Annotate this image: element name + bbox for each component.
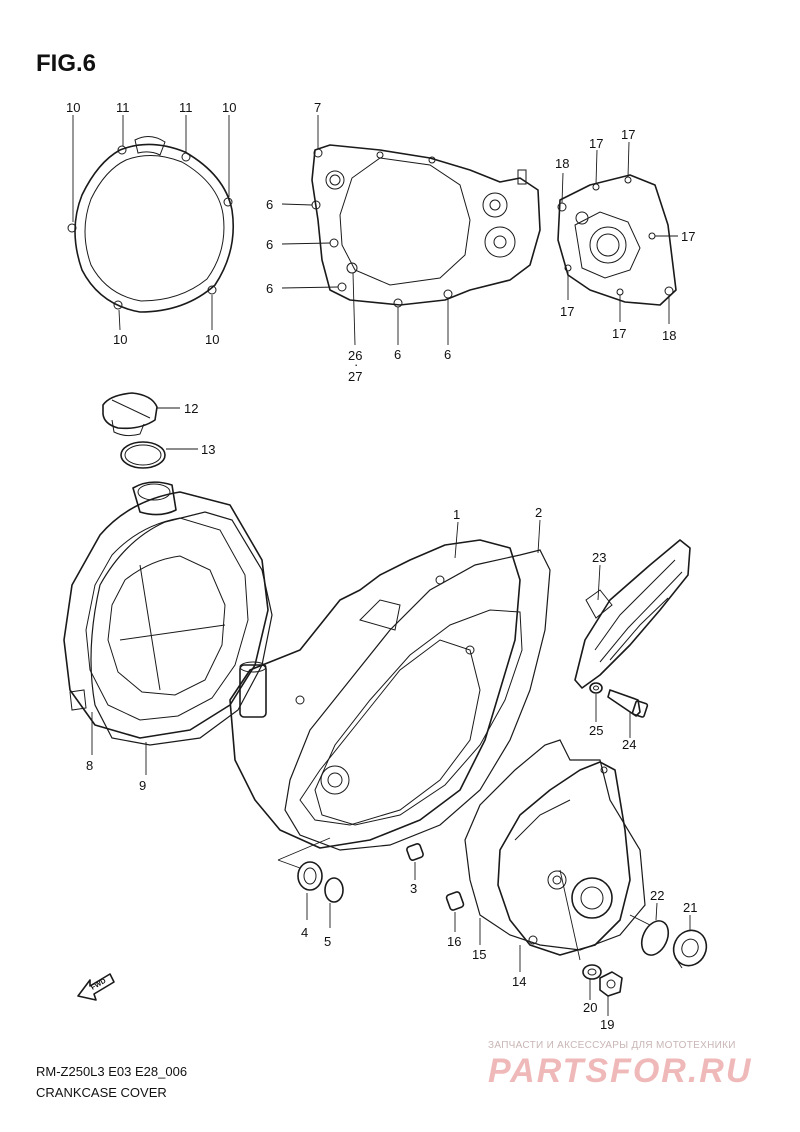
dowel-pin [406,843,424,861]
callout-6-middle: 6 [266,237,273,252]
crankcase [229,539,521,849]
callout-6-upper: 6 [266,197,273,212]
callout-1: 1 [453,507,460,522]
callout-9: 9 [139,778,146,793]
gasket-washer [582,964,602,980]
callout-14: 14 [512,974,526,989]
circlip [324,877,344,903]
crankcase-cover-gasket-top [311,144,541,308]
callout-11-left: 11 [116,100,130,115]
breather-cover [574,539,691,689]
crankcase-gasket [284,549,551,851]
callout-10-top-right: 10 [222,100,236,115]
callout-8: 8 [86,758,93,773]
washer [589,682,603,694]
water-pump-gasket [557,174,677,306]
callout-17-right: 17 [681,229,695,244]
fwd-label: FWD [90,978,107,992]
plug [672,929,708,969]
callout-2: 2 [535,505,542,520]
callout-23: 23 [592,550,606,565]
callout-17-bottom-mid: 17 [612,326,626,341]
callout-separator-dot: · [354,357,358,372]
watermark-tagline: ЗАПЧАСТИ И АКСЕССУАРЫ ДЛЯ МОТОТЕХНИКИ [488,1040,736,1051]
callout-24: 24 [622,737,636,752]
callout-10-top-left: 10 [66,100,80,115]
callout-10-bottom-left: 10 [113,332,127,347]
bolt [607,689,649,718]
callout-26: 26 [348,348,362,363]
callout-19: 19 [600,1017,614,1032]
oil-filler-cap [102,392,158,437]
callout-6-bottom-left: 6 [394,347,401,362]
callout-27: 27 [348,369,362,384]
callout-7: 7 [314,100,321,115]
clutch-cover-gasket [90,511,273,746]
callout-25: 25 [589,723,603,738]
callout-17-top-right: 17 [621,127,635,142]
callout-22: 22 [650,888,664,903]
callout-5: 5 [324,934,331,949]
watermark-logo: PARTSFOR.RU [488,1052,753,1090]
callout-18-bottom: 18 [662,328,676,343]
callout-4: 4 [301,925,308,940]
callout-16: 16 [447,934,461,949]
dowel-pin-lower [445,891,465,911]
callout-3: 3 [410,881,417,896]
fwd-arrow-icon: FWD [77,973,115,1001]
callout-11-right: 11 [179,100,193,115]
clutch-cover-gasket-ring [67,136,235,313]
callout-15: 15 [472,947,486,962]
callout-20: 20 [583,1000,597,1015]
water-pump-cover [497,761,631,956]
model-code: RM-Z250L3 E03 E28_006 [36,1064,188,1079]
callout-13: 13 [201,442,215,457]
figure-title: FIG.6 [36,50,97,77]
o-ring [120,441,166,469]
callout-6-bottom-right: 6 [444,347,451,362]
callout-17-top-left: 17 [589,136,603,151]
callout-21: 21 [683,900,697,915]
callout-18-top: 18 [555,156,569,171]
oil-seal [297,861,323,891]
o-ring-right [640,920,670,956]
drain-bolt [599,971,623,997]
callout-6-lower: 6 [266,281,273,296]
clutch-cover [63,481,269,739]
figure-caption: CRANKCASE COVER [36,1085,167,1100]
callout-12: 12 [184,401,198,416]
callout-10-bottom-right: 10 [205,332,219,347]
callout-17-bottom-left: 17 [560,304,574,319]
water-pump-cover-gasket [464,739,646,951]
